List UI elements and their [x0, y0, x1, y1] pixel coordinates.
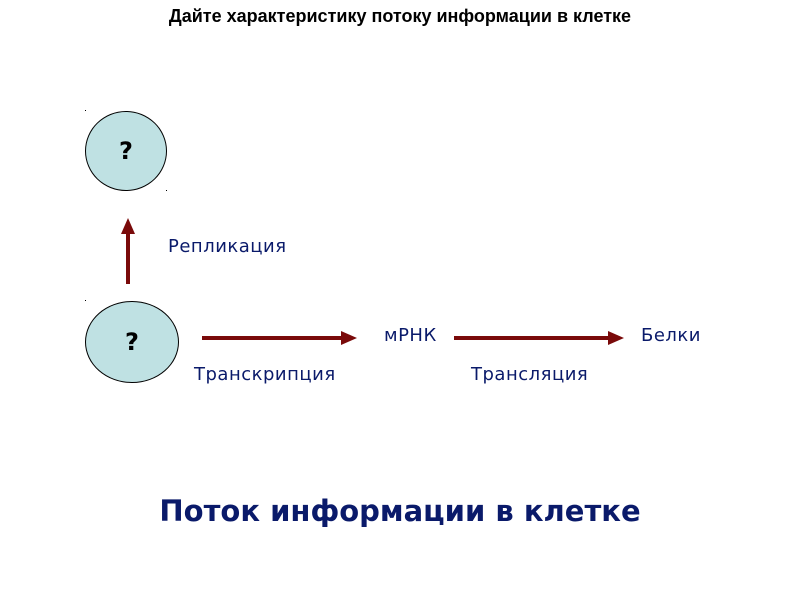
proteins-label: Белки — [641, 325, 701, 346]
translation-arrow — [454, 331, 624, 345]
replication-label: Репликация — [168, 236, 287, 257]
transcription-arrow — [202, 331, 357, 345]
dna-node-top: ? — [85, 111, 167, 191]
transcription-label: Транскрипция — [194, 364, 336, 385]
slide-caption: Поток информации в клетке — [159, 494, 641, 528]
node-top-label: ? — [119, 137, 133, 165]
replication-arrow — [121, 218, 135, 284]
dna-node-bottom: ? — [85, 301, 179, 383]
handle-dot — [85, 300, 86, 301]
translation-label: Трансляция — [471, 364, 589, 385]
slide-title: Дайте характеристику потоку информации в… — [168, 6, 632, 26]
mrna-label: мРНК — [384, 325, 437, 346]
node-bottom-label: ? — [125, 328, 139, 356]
handle-dot — [166, 190, 167, 191]
handle-dot — [85, 110, 86, 111]
